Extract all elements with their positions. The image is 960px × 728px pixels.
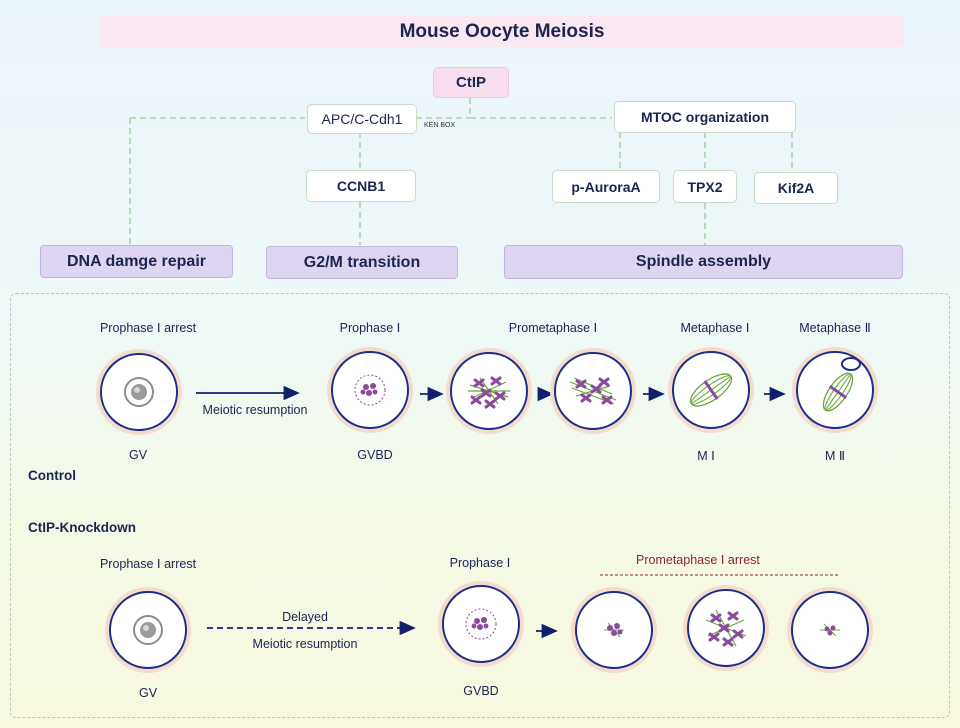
knockdown-arrest-cell-2 (683, 585, 769, 671)
knockdown-arrest-cell-3 (787, 587, 873, 673)
knockdown-stage-prophase: Prophase Ⅰ (449, 556, 511, 570)
spindle-assembly-box: Spindle assembly (504, 245, 903, 279)
control-stage-metaphase1: Metaphase Ⅰ (680, 321, 750, 335)
knockdown-stage-prophase-arrest: Prophase Ⅰ arrest (99, 557, 197, 571)
control-prometaphase-cell-1 (446, 348, 532, 434)
control-m2-label: M Ⅱ (824, 449, 846, 463)
ctip-box: CtIP (433, 67, 509, 98)
control-m1-label: M Ⅰ (697, 449, 715, 463)
control-stage-metaphase2: Metaphase Ⅱ (799, 321, 871, 335)
control-prometaphase-cell-2 (550, 348, 636, 434)
control-gv-cell (96, 349, 182, 435)
oocyte-panel (10, 293, 950, 718)
control-group-label: Control (28, 468, 76, 483)
control-stage-prophase: Prophase Ⅰ (339, 321, 401, 335)
apc-box: APC/C-Cdh1 (307, 104, 417, 134)
control-metaphase1-cell (668, 347, 754, 433)
p-aurora-box: p-AuroraA (552, 170, 660, 203)
control-metaphase2-cell (792, 347, 878, 433)
knockdown-prometaphase-arrest: Prometaphase Ⅰ arrest (636, 553, 760, 567)
diagram-title: Mouse Oocyte Meiosis (100, 16, 904, 47)
knockdown-delayed-label: Delayed (282, 610, 328, 624)
mtoc-box: MTOC organization (614, 101, 796, 133)
g2m-box: G2/M transition (266, 246, 458, 279)
oocyte-illustrations (96, 347, 878, 673)
ken-box-label: KEN BOX (424, 122, 456, 129)
control-gv-label: GV (128, 448, 148, 462)
kif2a-box: Kif2A (754, 172, 838, 204)
control-stage-prometaphase: Prometaphase Ⅰ (508, 321, 598, 335)
knockdown-gv-label: GV (138, 686, 158, 700)
control-resumption-label: Meiotic resumption (202, 403, 308, 417)
knockdown-arrest-cell-1 (571, 587, 657, 673)
knockdown-group-label: CtIP-Knockdown (28, 520, 136, 535)
knockdown-resumption-label: Meiotic resumption (252, 637, 358, 651)
knockdown-gvbd-cell (438, 581, 524, 667)
connector-lines (129, 98, 793, 245)
control-gvbd-label: GVBD (357, 448, 393, 462)
knockdown-gvbd-label: GVBD (463, 684, 499, 698)
dna-repair-box: DNA damge repair (40, 245, 233, 278)
control-gvbd-cell (327, 347, 413, 433)
knockdown-gv-cell (105, 587, 191, 673)
control-stage-prophase-arrest: Prophase Ⅰ arrest (99, 321, 197, 335)
tpx2-box: TPX2 (673, 170, 737, 203)
ccnb1-box: CCNB1 (306, 170, 416, 202)
